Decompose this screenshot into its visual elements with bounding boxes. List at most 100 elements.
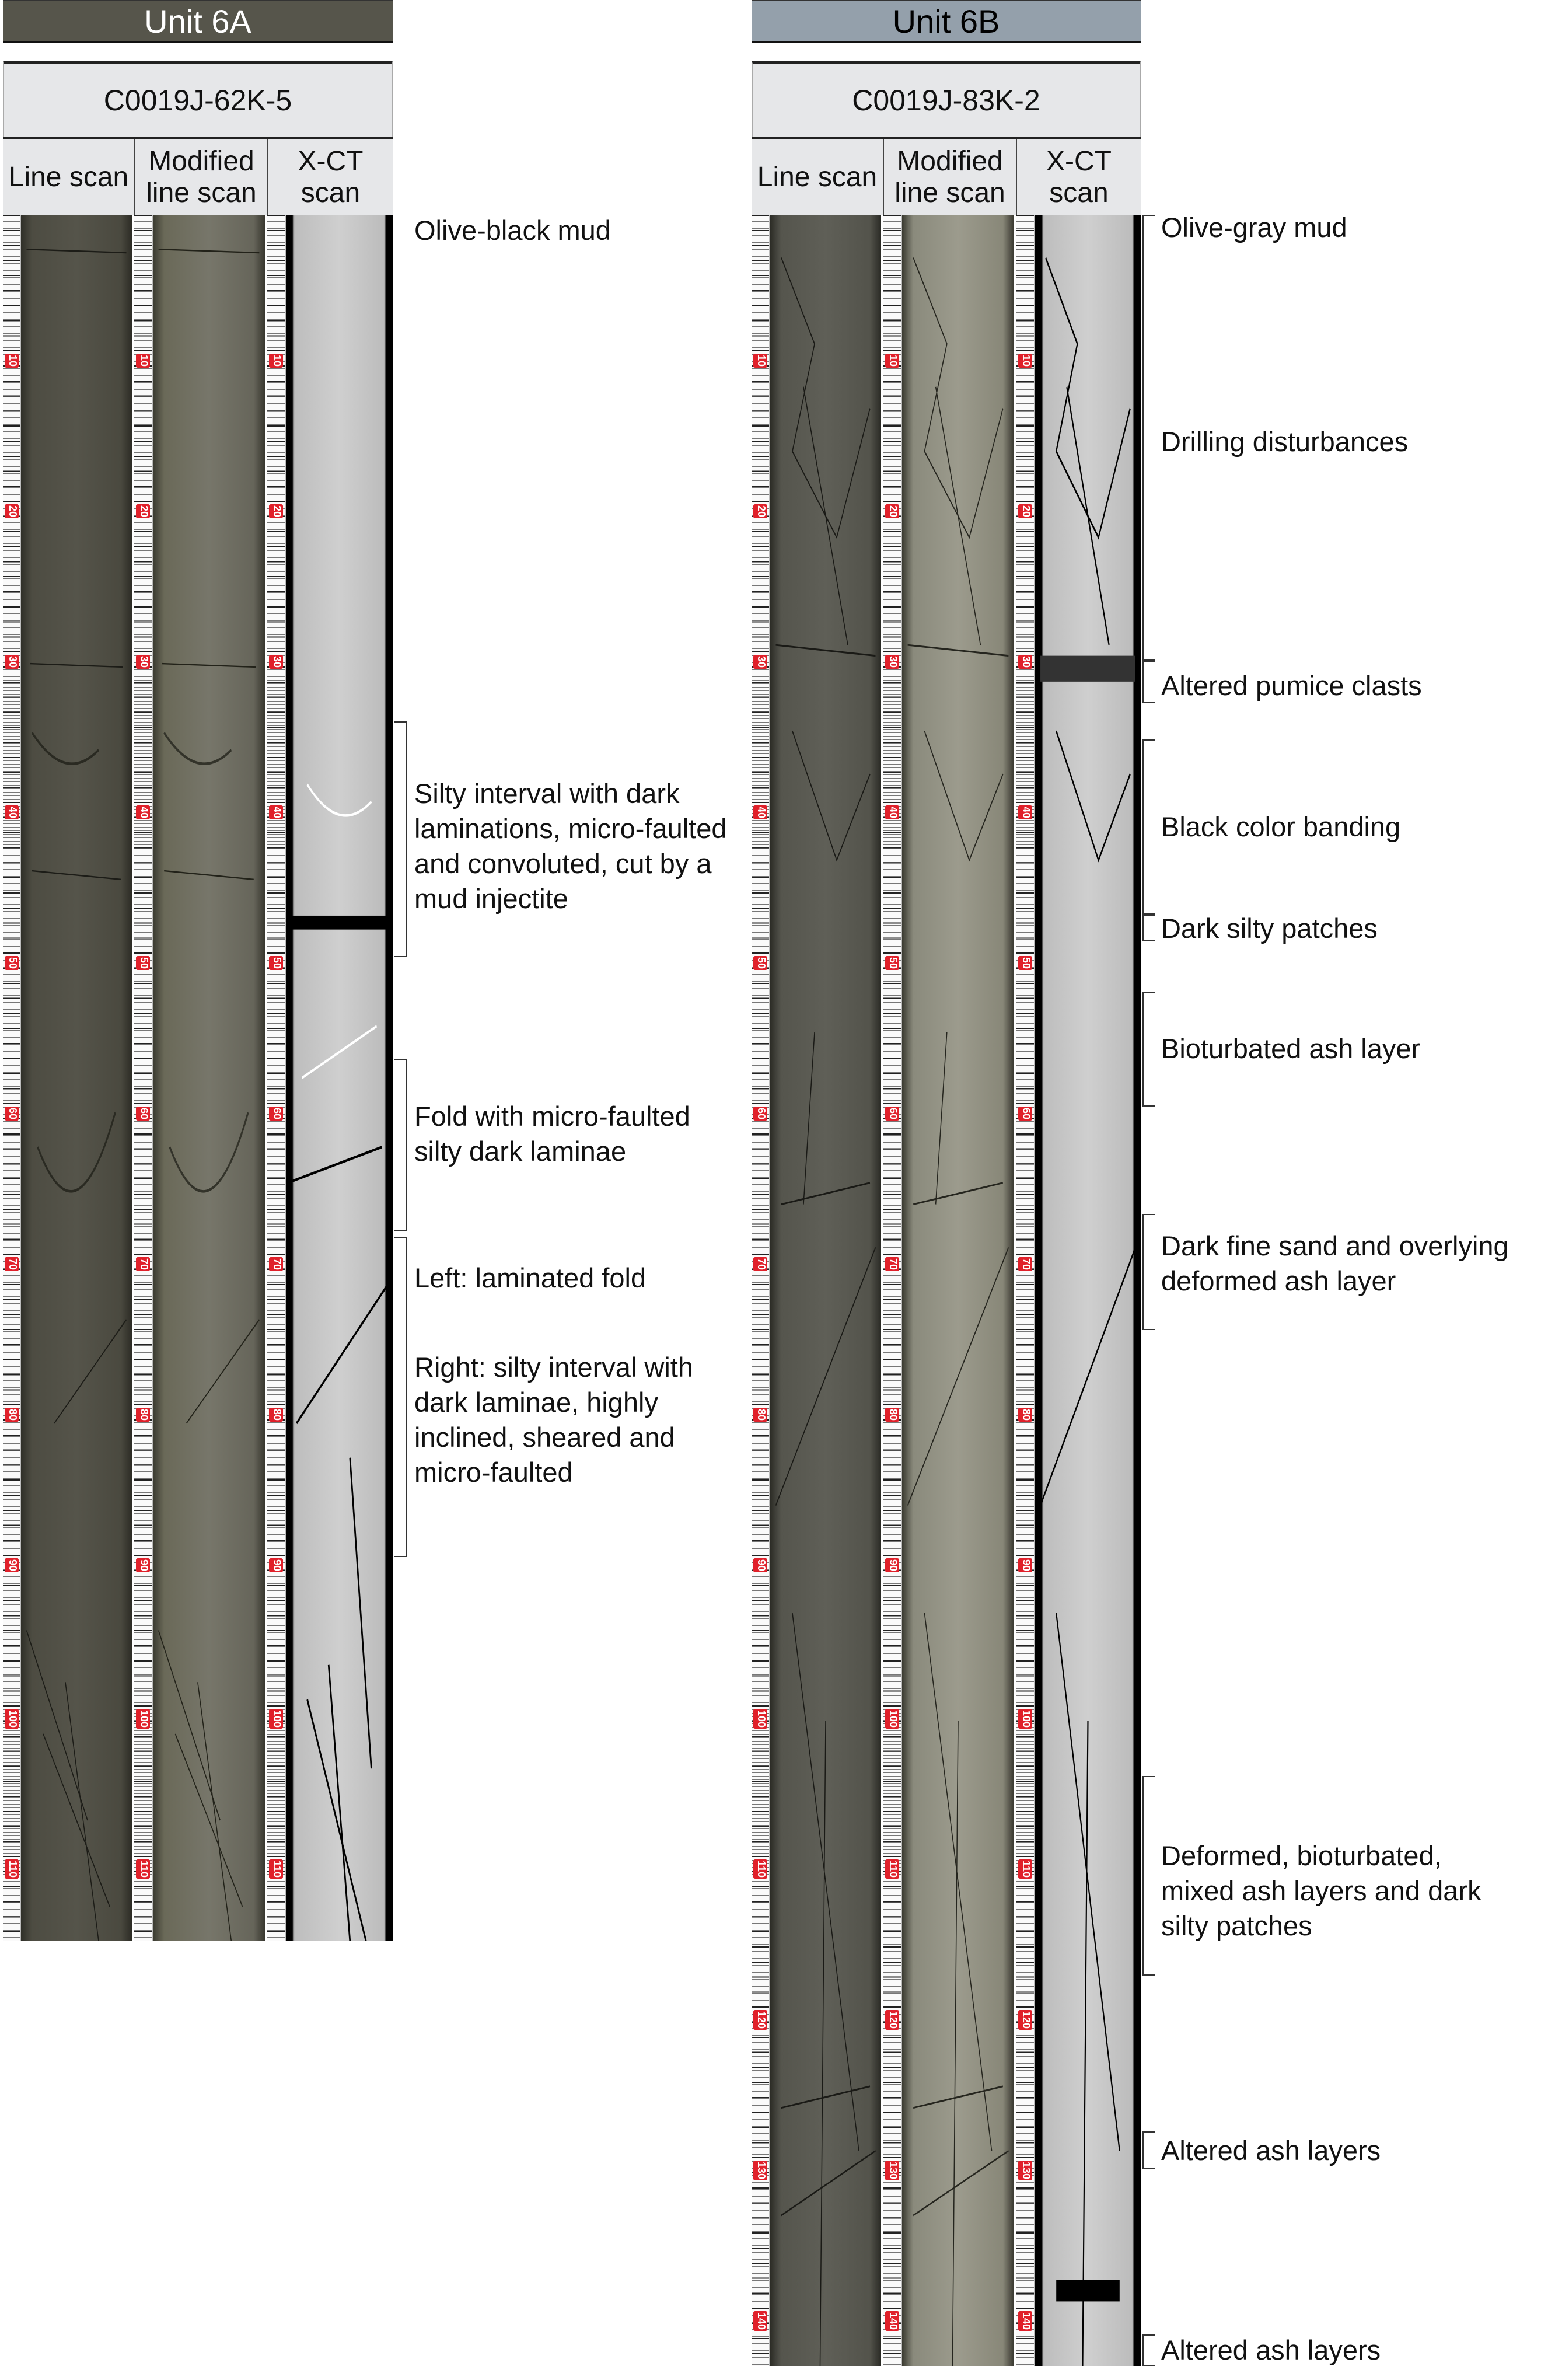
ruler-label: 90: [753, 1558, 767, 1573]
ruler-label: 140: [1018, 2311, 1032, 2332]
ruler-label: 100: [1018, 1709, 1032, 1729]
crack-lines: [158, 248, 260, 1941]
ruler-label: 40: [1018, 805, 1032, 820]
interval-bracket: [1142, 2131, 1155, 2169]
ruler-label: 10: [5, 354, 19, 368]
annotation-silty-interval: Silty interval with dark laminations, mi…: [414, 778, 727, 914]
ruler-label: 50: [269, 956, 283, 971]
ruler-label: 50: [753, 956, 767, 971]
ruler-label: 80: [753, 1408, 767, 1422]
unit-6a-header: Unit 6A: [3, 0, 393, 43]
ruler-label: 30: [753, 655, 767, 669]
ruler-label: 20: [753, 504, 767, 519]
annotation-laminated-fold: Left: laminated fold: [414, 1262, 647, 1293]
sample-id-83k2: C0019J-83K-2: [752, 61, 1141, 137]
ruler-label: 70: [136, 1257, 150, 1272]
ruler-label: 30: [5, 655, 19, 669]
ruler-label: 100: [5, 1709, 19, 1729]
ruler-label: 130: [885, 2161, 899, 2181]
annotation-olive-black-mud: Olive-black mud: [414, 215, 611, 246]
crack-lines: [291, 783, 388, 1941]
interval-bracket: [1142, 215, 1155, 661]
ruler-label: 90: [1018, 1558, 1032, 1573]
annotation-black-banding: Black color banding: [1161, 811, 1401, 842]
annotation-altered-ash-2: Altered ash layers: [1161, 2334, 1381, 2365]
ruler-label: 40: [136, 805, 150, 820]
ruler-label: 70: [753, 1257, 767, 1272]
annotation-olive-gray-mud: Olive-gray mud: [1161, 212, 1347, 243]
interval-bracket: [1142, 992, 1155, 1107]
ruler-label: 120: [753, 2010, 767, 2030]
interval-bracket: [394, 1237, 407, 1557]
col-modified-line-scan: Modified line scan: [884, 139, 1017, 215]
unit-6b-header: Unit 6B: [752, 0, 1141, 43]
ruler-label: 110: [753, 1859, 767, 1879]
col-modified-line-scan: Modified line scan: [135, 139, 268, 215]
column-headers-6b: Line scan Modified line scan X-CT scan: [752, 137, 1141, 215]
ruler-label: 120: [885, 2010, 899, 2030]
ruler-label: 70: [1018, 1257, 1032, 1272]
ruler-label: 80: [269, 1408, 283, 1422]
ruler-label: 80: [885, 1408, 899, 1422]
ruler-label: 130: [1018, 2161, 1032, 2181]
ruler-label: 20: [885, 504, 899, 519]
annotation-altered-ash-1: Altered ash layers: [1161, 2135, 1381, 2166]
annotation-silty-inclined: Right: silty interval with dark laminae,…: [414, 1352, 693, 1488]
ruler-label: 10: [269, 354, 283, 368]
ruler-label: 90: [269, 1558, 283, 1573]
annotation-dark-fine-sand: Dark fine sand and overlying deformed as…: [1161, 1230, 1509, 1296]
ruler-label: 30: [136, 655, 150, 669]
col-xct-scan: X-CT scan: [298, 145, 364, 208]
crack-lines: [775, 257, 876, 2366]
interval-bracket: [1142, 739, 1155, 915]
ruler-label: 90: [5, 1558, 19, 1573]
annotation-fold: Fold with micro-faulted silty dark lamin…: [414, 1101, 690, 1167]
interval-bracket: [1142, 1776, 1155, 1976]
interval-bracket: [1142, 915, 1155, 941]
ruler-label: 100: [269, 1709, 283, 1729]
crack-lines: [1040, 257, 1136, 2366]
ruler-label: 110: [269, 1859, 283, 1879]
modified-line-scan-image: [153, 215, 265, 1941]
ruler-label: 100: [136, 1709, 150, 1729]
sample-id-62k5: C0019J-62K-5: [3, 61, 393, 137]
ruler-label: 30: [885, 655, 899, 669]
ruler-label: 60: [753, 1107, 767, 1121]
ruler-label: 50: [1018, 956, 1032, 971]
ruler-label: 60: [269, 1107, 283, 1121]
annotation-dark-silty-patches: Dark silty patches: [1161, 913, 1378, 944]
ruler-label: 100: [753, 1709, 767, 1729]
annotation-altered-pumice: Altered pumice clasts: [1161, 670, 1422, 701]
ruler-label: 70: [269, 1257, 283, 1272]
ruler-label: 60: [5, 1107, 19, 1121]
modified-line-scan-image: [902, 215, 1014, 2366]
ruler-label: 60: [885, 1107, 899, 1121]
ruler-label: 60: [1018, 1107, 1032, 1121]
ruler-label: 70: [5, 1257, 19, 1272]
xct-scan-image: [286, 215, 393, 1941]
ruler-label: 110: [885, 1859, 899, 1879]
ruler-label: 10: [753, 354, 767, 368]
interval-bracket: [394, 721, 407, 957]
interval-bracket: [1142, 1214, 1155, 1330]
interval-bracket: [394, 1059, 407, 1231]
ruler-label: 90: [885, 1558, 899, 1573]
crack-lines: [26, 248, 127, 1941]
ruler-label: 40: [885, 805, 899, 820]
line-scan-image: [21, 215, 132, 1941]
xct-scan-image: [1035, 215, 1141, 2366]
ruler-label: 40: [753, 805, 767, 820]
interval-bracket: [1142, 661, 1155, 703]
col-xct-scan: X-CT scan: [1046, 145, 1112, 208]
ruler-label: 40: [269, 805, 283, 820]
ruler-label: 50: [136, 956, 150, 971]
ruler-label: 140: [885, 2311, 899, 2332]
ruler-label: 80: [5, 1408, 19, 1422]
ruler-label: 100: [885, 1709, 899, 1729]
ruler-label: 20: [1018, 504, 1032, 519]
interval-bracket: [1142, 2334, 1155, 2366]
